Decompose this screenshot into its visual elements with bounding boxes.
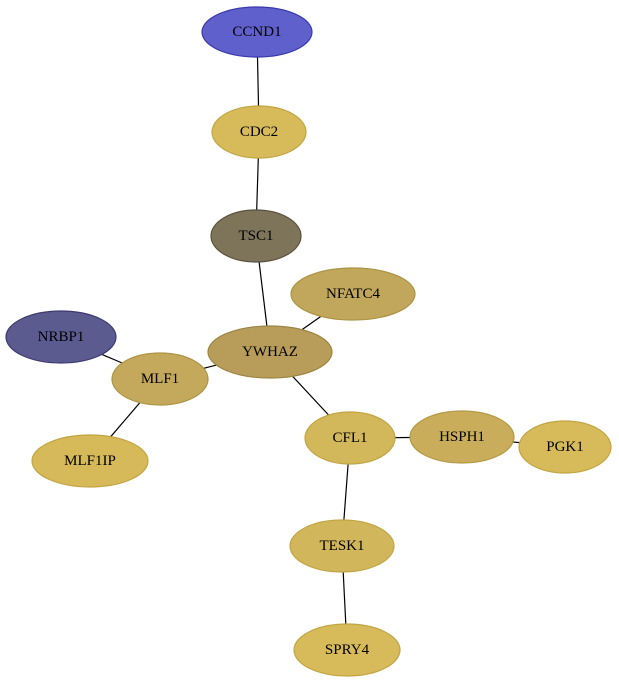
node-hsph1[interactable]: HSPH1 [409,410,515,464]
node-label: SPRY4 [325,642,370,658]
node-nrbp1[interactable]: NRBP1 [5,310,117,364]
node-label: NRBP1 [38,329,85,345]
node-ellipse [210,209,302,263]
node-label: CDC2 [240,124,278,140]
edge-cfl1-tesk1 [343,463,349,521]
edge-ywhaz-cfl1 [292,375,330,416]
node-pgk1[interactable]: PGK1 [518,420,612,474]
edge-nfatc4-ywhaz [301,315,322,331]
node-nfatc4[interactable]: NFATC4 [290,267,416,321]
edge-ccnd1-cdc2 [256,56,260,107]
node-mlf1ip[interactable]: MLF1IP [31,434,149,488]
node-ellipse [290,267,416,321]
node-label: HSPH1 [439,429,485,445]
node-cdc2[interactable]: CDC2 [211,105,307,159]
edge-mlf1-mlf1ip [110,402,141,438]
node-mlf1[interactable]: MLF1 [111,352,209,406]
node-label: NFATC4 [326,286,380,302]
node-spry4[interactable]: SPRY4 [293,623,401,677]
edge-tsc1-ywhaz [258,261,268,327]
node-tesk1[interactable]: TESK1 [289,519,395,573]
node-label: TSC1 [238,228,273,244]
edge-hsph1-pgk1 [512,441,520,444]
node-ywhaz[interactable]: YWHAZ [207,325,333,379]
node-label: MLF1IP [64,453,116,469]
node-ellipse [31,434,149,488]
node-ellipse [201,6,313,58]
node-ellipse [293,623,401,677]
node-ellipse [111,352,209,406]
node-ccnd1[interactable]: CCND1 [201,6,313,58]
node-ellipse [518,420,612,474]
edge-nrbp1-mlf1 [101,353,123,364]
node-ellipse [409,410,515,464]
node-ellipse [211,105,307,159]
node-ellipse [5,310,117,364]
edge-cdc2-tsc1 [256,157,259,211]
node-ellipse [207,325,333,379]
node-label: CCND1 [232,24,281,40]
edge-mlf1-ywhaz [203,364,217,369]
node-label: YWHAZ [242,344,298,360]
node-cfl1[interactable]: CFL1 [304,411,396,465]
node-label: MLF1 [141,371,179,387]
node-ellipse [289,519,395,573]
edge-tesk1-spry4 [342,571,347,625]
node-label: CFL1 [332,430,367,446]
node-label: TESK1 [320,538,365,554]
node-ellipse [304,411,396,465]
node-label: PGK1 [546,439,584,455]
edges-layer [101,56,520,625]
node-tsc1[interactable]: TSC1 [210,209,302,263]
